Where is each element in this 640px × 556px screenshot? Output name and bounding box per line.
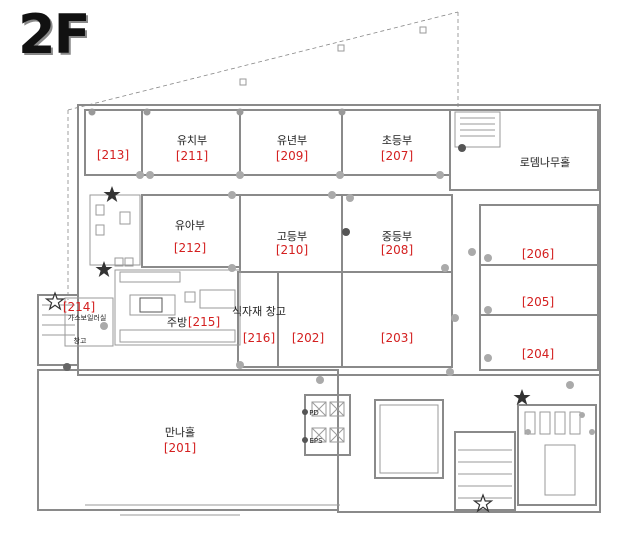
room-number: [211] (176, 149, 208, 163)
middle-rooms (141, 194, 599, 371)
room-name: 만나홀 (165, 426, 195, 439)
room-number: [215] (188, 315, 220, 329)
lower-right-core (374, 399, 597, 511)
room-number: [201] (164, 441, 196, 455)
room-203: [203] (381, 331, 413, 345)
room-number: [210] (276, 243, 308, 257)
room-204: [204] (522, 347, 554, 361)
room-name: 가스보일러실 (68, 313, 107, 322)
room-212: 유아부 [212] (174, 219, 206, 255)
room-number: [216] (243, 331, 275, 345)
room-number: [203] (381, 331, 413, 345)
room-number: [214] (63, 300, 95, 314)
room-name: 초등부 (382, 134, 412, 147)
room-201: 만나홀 [201] (164, 426, 196, 455)
room-name: 중등부 (382, 230, 412, 243)
room-202: [202] (292, 331, 324, 345)
room-name: 유년부 (277, 134, 307, 147)
room-number: [213] (97, 148, 129, 162)
elevator-core (304, 394, 351, 456)
eps-shaft: EPS (309, 437, 323, 445)
room-name: 로뎀나무홀 (520, 156, 571, 169)
room-number: [206] (522, 247, 554, 261)
room-208: 중등부 [208] (381, 230, 413, 257)
room-romem-hall: 로뎀나무홀 (520, 156, 571, 169)
room-name: 유아부 (175, 219, 205, 232)
room-number: [202] (292, 331, 324, 345)
eps-label: EPS (309, 437, 323, 445)
filled-star-icon (95, 261, 113, 277)
room-number: [209] (276, 149, 308, 163)
room-215: 주방 [215] (167, 315, 220, 329)
room-206: [206] (522, 247, 554, 261)
room-name: 주방 (167, 316, 187, 329)
room-name: 고등부 (277, 230, 307, 243)
room-211: 유치부 [211] (176, 134, 208, 163)
room-name: 유치부 (177, 134, 207, 147)
room-207: 초등부 [207] (381, 134, 413, 163)
restrooms (89, 194, 141, 267)
building-walls (37, 104, 601, 516)
columns (63, 108, 595, 443)
room-number: [204] (522, 347, 554, 361)
outline-star-icon (44, 291, 66, 311)
kitchen-fixtures (114, 269, 241, 346)
filled-star-icon (513, 389, 531, 405)
outline-star-icon (472, 493, 494, 513)
room-216: 식자재 창고 [216] (232, 305, 286, 345)
room-210: 고등부 [210] (276, 230, 308, 257)
room-name: 식자재 창고 (232, 305, 286, 318)
pd-label: PD (309, 409, 319, 417)
room-number: [205] (522, 295, 554, 309)
room-number: [207] (381, 149, 413, 163)
top-rooms (84, 109, 599, 191)
room-214: [214] 가스보일러실 창고 (63, 300, 106, 345)
filled-star-icon (103, 186, 121, 202)
pd-shaft: PD (309, 409, 319, 417)
room-number: [208] (381, 243, 413, 257)
roof-outline (67, 11, 459, 300)
room-213: [213] (97, 148, 129, 162)
room-209: 유년부 [209] (276, 134, 308, 163)
room-205: [205] (522, 295, 554, 309)
room-name: 창고 (74, 337, 87, 345)
floor-label: 2F (18, 3, 90, 66)
room-number: [212] (174, 241, 206, 255)
